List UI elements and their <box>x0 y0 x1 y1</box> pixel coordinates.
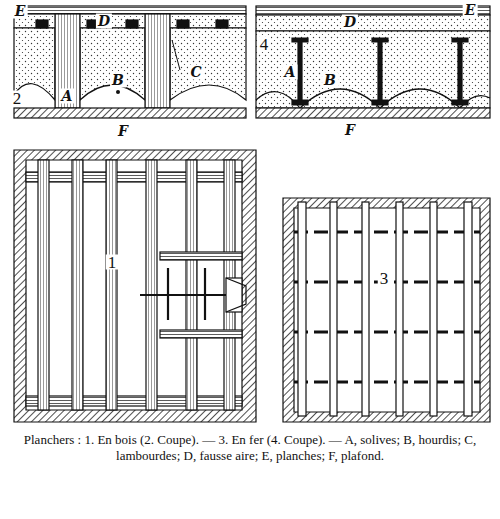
part-letter: F <box>343 123 357 138</box>
part-letter: A <box>60 89 75 104</box>
part-letter: E <box>463 3 478 18</box>
figure-number: 1 <box>106 255 119 270</box>
part-letter: F <box>116 124 130 139</box>
part-letter: D <box>96 14 112 29</box>
part-letter: B <box>322 73 338 88</box>
part-letter: C <box>188 65 203 80</box>
part-letter: D <box>342 15 358 30</box>
part-letter: A <box>283 65 298 80</box>
figure-number: 2 <box>11 91 24 106</box>
figure-number: 4 <box>258 37 271 52</box>
part-letter: E <box>13 4 28 19</box>
figure-number: 3 <box>378 271 391 286</box>
part-letter: B <box>110 73 126 88</box>
figure-caption: Planchers : 1. En bois (2. Coupe). — 3. … <box>8 432 492 464</box>
